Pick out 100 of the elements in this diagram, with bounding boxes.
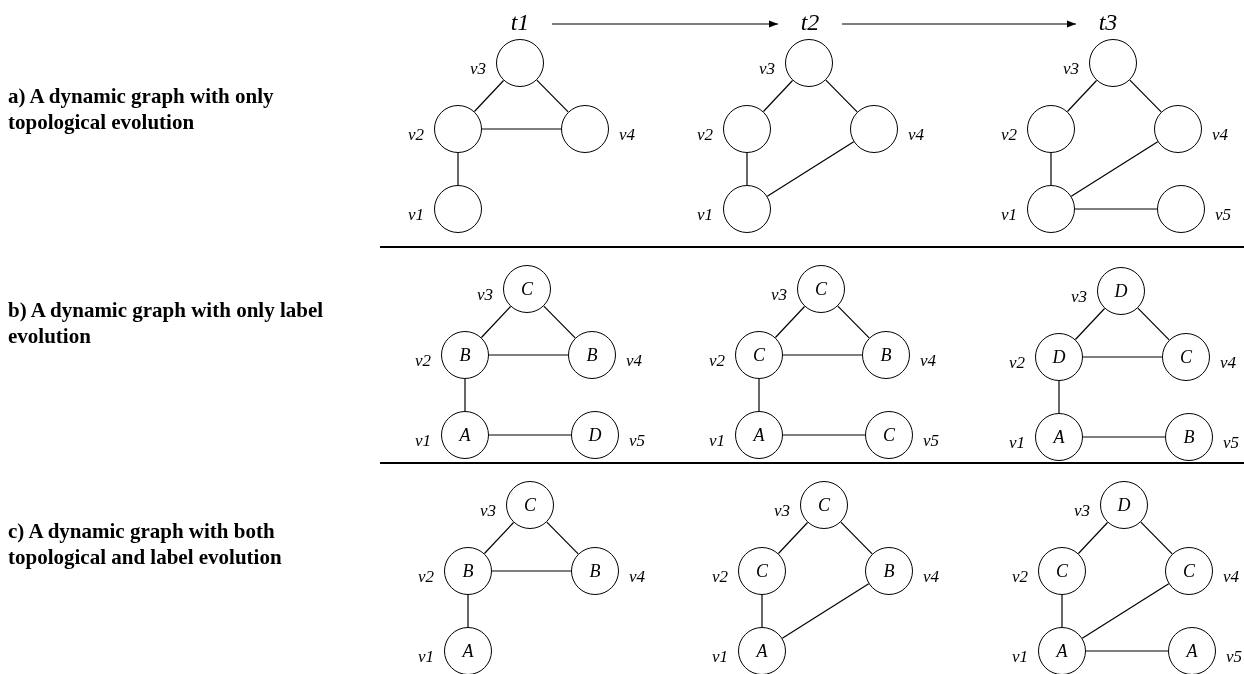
edge-line — [473, 79, 505, 113]
edge-line — [481, 128, 562, 130]
edge-line — [840, 521, 873, 555]
vertex-name: v5 — [1223, 433, 1240, 453]
edge-line — [543, 305, 576, 339]
edge-line — [480, 305, 512, 339]
vertex-name: v4 — [619, 125, 636, 145]
graph-vertex: C — [1165, 547, 1213, 595]
graph-vertex: C — [797, 265, 845, 313]
time-label: t2 — [790, 8, 830, 36]
vertex-name: v3 — [479, 501, 496, 521]
edge-line — [464, 378, 466, 412]
vertex-name: v1 — [696, 205, 713, 225]
edge-line — [1050, 152, 1052, 186]
graph-vertex: D — [571, 411, 619, 459]
graph-vertex: B — [865, 547, 913, 595]
graph-vertex: B — [444, 547, 492, 595]
edge-line — [1082, 356, 1163, 358]
graph-vertex — [1027, 105, 1075, 153]
graph-vertex — [1089, 39, 1137, 87]
vertex-name: v1 — [417, 647, 434, 667]
graph-vertex: C — [735, 331, 783, 379]
edge-line — [488, 434, 572, 436]
graph-vertex — [850, 105, 898, 153]
edge-line — [1129, 79, 1162, 113]
vertex-name: v1 — [1008, 433, 1025, 453]
edge-line — [1082, 436, 1166, 438]
vertex-name: v2 — [417, 567, 434, 587]
vertex-name: v3 — [1073, 501, 1090, 521]
edge-line — [766, 141, 855, 197]
edge-line — [762, 79, 794, 113]
graph-vertex — [434, 105, 482, 153]
edge-line — [488, 354, 569, 356]
graph-vertex: A — [444, 627, 492, 674]
graph-vertex: A — [738, 627, 786, 674]
graph-vertex: A — [1035, 413, 1083, 461]
vertex-name: v5 — [1215, 205, 1232, 225]
vertex-name: v3 — [770, 285, 787, 305]
vertex-name: v1 — [1000, 205, 1017, 225]
edge-line — [782, 434, 866, 436]
graph-vertex — [723, 105, 771, 153]
vertex-name: v1 — [708, 431, 725, 451]
vertex-name: v1 — [407, 205, 424, 225]
arrow — [551, 20, 779, 28]
graph-vertex: C — [1162, 333, 1210, 381]
vertex-name: v4 — [923, 567, 940, 587]
graph-vertex — [434, 185, 482, 233]
graph-vertex: B — [1165, 413, 1213, 461]
edge-line — [758, 378, 760, 412]
edge-line — [1066, 79, 1098, 113]
edge-line — [837, 305, 870, 339]
edge-line — [1140, 521, 1173, 555]
vertex-name: v2 — [1000, 125, 1017, 145]
graph-vertex — [723, 185, 771, 233]
graph-vertex: A — [1038, 627, 1086, 674]
edge-line — [1077, 521, 1109, 555]
graph-vertex: A — [441, 411, 489, 459]
graph-vertex — [785, 39, 833, 87]
vertex-name: v5 — [629, 431, 646, 451]
vertex-name: v3 — [469, 59, 486, 79]
graph-vertex — [1027, 185, 1075, 233]
graph-vertex: A — [735, 411, 783, 459]
vertex-name: v2 — [696, 125, 713, 145]
vertex-name: v2 — [1011, 567, 1028, 587]
graph-vertex — [1157, 185, 1205, 233]
vertex-name: v3 — [1070, 287, 1087, 307]
graph-vertex: C — [506, 481, 554, 529]
vertex-name: v2 — [407, 125, 424, 145]
edge-line — [467, 594, 469, 628]
edge-line — [1058, 380, 1060, 414]
vertex-name: v2 — [711, 567, 728, 587]
graph-vertex: C — [1038, 547, 1086, 595]
graph-vertex: C — [800, 481, 848, 529]
edge-line — [546, 521, 579, 555]
graph-vertex — [1154, 105, 1202, 153]
graph-vertex: B — [441, 331, 489, 379]
edge-line — [777, 521, 809, 555]
arrow — [841, 20, 1077, 28]
graph-vertex: D — [1035, 333, 1083, 381]
time-label: t1 — [500, 8, 540, 36]
edge-line — [491, 570, 572, 572]
edge-line — [1085, 650, 1169, 652]
edge-line — [457, 152, 459, 186]
graph-vertex: D — [1097, 267, 1145, 315]
vertex-name: v3 — [476, 285, 493, 305]
vertex-name: v4 — [1212, 125, 1229, 145]
edge-line — [1070, 141, 1159, 197]
graph-vertex: C — [865, 411, 913, 459]
edge-line — [536, 79, 569, 113]
vertex-name: v1 — [711, 647, 728, 667]
vertex-name: v4 — [908, 125, 925, 145]
vertex-name: v4 — [1223, 567, 1240, 587]
edge-line — [761, 594, 763, 628]
edge-line — [774, 305, 806, 339]
section-heading: c) A dynamic graph with both topological and label evolution — [8, 518, 283, 570]
graph-vertex — [496, 39, 544, 87]
edge-line — [1081, 583, 1170, 639]
vertex-name: v3 — [773, 501, 790, 521]
graph-vertex: B — [862, 331, 910, 379]
vertex-name: v3 — [758, 59, 775, 79]
